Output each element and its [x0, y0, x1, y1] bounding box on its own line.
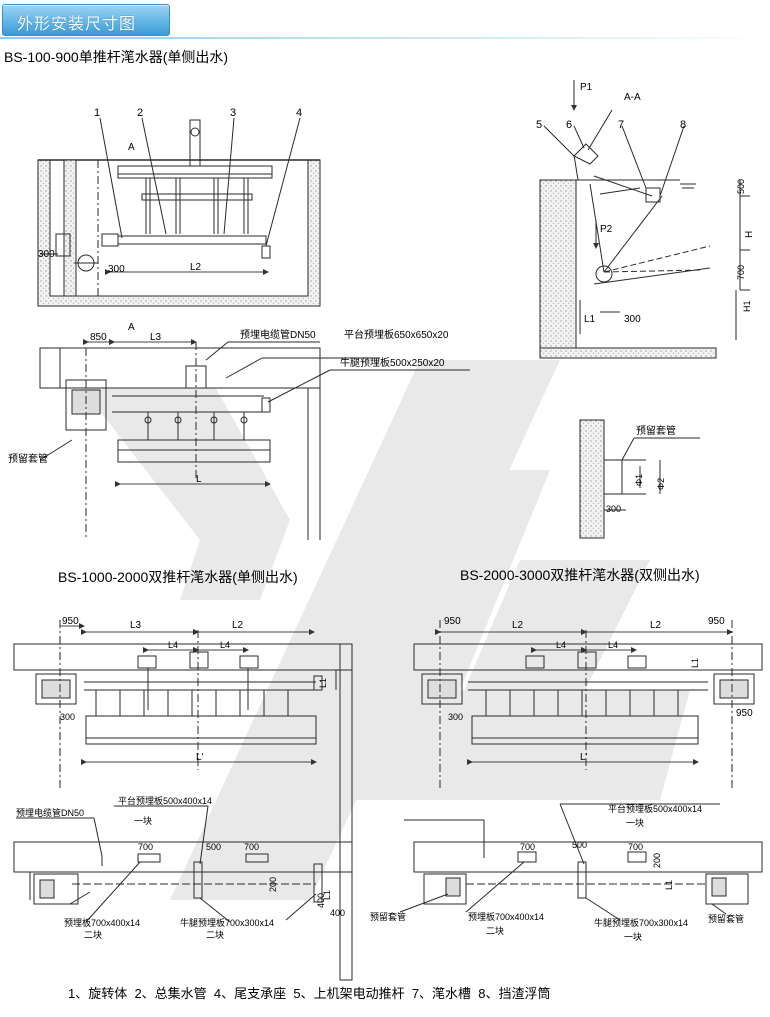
dim-950-s3c: 950 — [736, 708, 753, 719]
section-mark-a-top: A — [128, 142, 135, 153]
label-two-pieces-s3: 二块 — [486, 925, 504, 936]
section3-elevation — [413, 620, 763, 790]
dim-950-s3b: 950 — [708, 616, 725, 627]
callout-7: 7 — [618, 119, 624, 131]
section2-elevation — [13, 620, 353, 981]
dim-300-b: 300 — [108, 264, 125, 275]
dim-L1-s2b: L1 — [322, 890, 332, 900]
dim-500-s3: 500 — [572, 840, 587, 850]
label-bracket-plate-s3: 牛腿预埋板700x300x14 — [594, 917, 688, 928]
dim-700-s2b: 700 — [244, 842, 259, 852]
dim-950-s2: 950 — [62, 616, 79, 627]
label-sleeve-s3b: 预留套管 — [708, 913, 744, 924]
sleeve-detail — [579, 419, 700, 539]
dim-500-s2: 500 — [206, 842, 221, 852]
dim-700-aa: 700 — [736, 265, 746, 280]
dim-300-s3: 300 — [448, 712, 463, 722]
dim-H1: H1 — [742, 300, 752, 312]
dim-phi1: Φ1 — [634, 474, 644, 486]
dim-950-s3a: 950 — [444, 616, 461, 627]
dim-phi2: Φ2 — [656, 478, 666, 490]
label-P2: P2 — [600, 224, 613, 235]
dim-700-s3a: 700 — [520, 842, 535, 852]
callout-3: 3 — [230, 107, 236, 119]
dim-L4-s2b: L4 — [220, 640, 230, 650]
dim-300-aa: 300 — [624, 314, 641, 325]
section-mark-aa: A-A — [624, 92, 641, 103]
dim-L3-a: L3 — [150, 332, 162, 343]
tank-plan-view — [37, 117, 321, 307]
dim-L1-s2: L1 — [318, 678, 328, 688]
section3-plan — [399, 803, 763, 921]
dim-400-s2a: 400 — [316, 893, 326, 908]
label-embed-plate-s2: 预埋板700x400x14 — [64, 917, 140, 928]
dim-L2-s3b: L2 — [650, 620, 662, 631]
dim-L4-s3a: L4 — [556, 640, 566, 650]
label-one-piece-s3b: 一块 — [624, 931, 642, 942]
dim-L1-s3: L1 — [690, 658, 700, 668]
dim-L1-aa: L1 — [584, 314, 596, 325]
aa-section-view — [539, 80, 750, 359]
label-platform-plate-s2: 平台预埋板500x400x14 — [118, 795, 212, 806]
dim-300-a: 300 — [38, 249, 55, 260]
label-cable-pipe-a: 预埋电缆管DN50 — [240, 328, 316, 341]
callout-4: 4 — [296, 107, 302, 119]
dim-L2-a: L2 — [190, 262, 202, 273]
label-two-pieces-s2b: 二块 — [206, 929, 224, 940]
header-tab: 外形安装尺寸图 — [2, 4, 170, 36]
label-embed-plate-s3: 预埋板700x400x14 — [468, 911, 544, 922]
label-sleeve-detail: 预留套管 — [636, 424, 676, 437]
section1-title: BS-100-900单推杆滗水器(单侧出水) — [4, 49, 228, 65]
page-header: 外形安装尺寸图 — [0, 0, 770, 42]
dim-Lp-s2: L' — [196, 752, 204, 763]
header-divider — [0, 37, 770, 39]
label-two-pieces-s2a: 二块 — [84, 929, 102, 940]
label-platform-plate-s3: 平台预埋板500x400x14 — [608, 803, 702, 814]
dim-H: H — [744, 231, 755, 238]
label-cable-pipe-s2: 预埋电缆管DN50 — [16, 807, 84, 818]
dim-400-s2b: 400 — [330, 908, 345, 918]
dim-700-s2a: 700 — [138, 842, 153, 852]
platform-section-view — [39, 339, 470, 540]
section-mark-a-bottom: A — [128, 322, 135, 333]
dim-300-sleeve: 300 — [606, 504, 621, 514]
dim-L2-s3a: L2 — [512, 620, 524, 631]
page-title: 外形安装尺寸图 — [17, 14, 137, 33]
dim-L4-s3b: L4 — [608, 640, 618, 650]
dim-L1-s3b: L1 — [664, 880, 674, 890]
dim-500-aa: 500 — [736, 179, 746, 194]
section2-plan — [13, 805, 353, 923]
dim-L-a: L — [196, 474, 202, 485]
label-one-piece-s2: 一块 — [134, 815, 152, 826]
label-bracket-plate-a: 牛腿预埋板500x250x20 — [340, 356, 445, 369]
label-one-piece-s3a: 一块 — [626, 817, 644, 828]
dim-L3-s2: L3 — [130, 620, 142, 631]
callout-5: 5 — [536, 119, 542, 131]
dim-200-s3: 200 — [652, 853, 662, 868]
label-sleeve-s3a: 预留套管 — [370, 911, 406, 922]
section2-title: BS-1000-2000双推杆滗水器(单侧出水) — [58, 569, 298, 585]
dim-Lp-s3: L' — [580, 752, 588, 763]
label-P1: P1 — [580, 82, 593, 93]
dim-850: 850 — [90, 332, 107, 343]
callout-1: 1 — [94, 107, 100, 119]
parts-legend: 1、旋转体 2、总集水管 4、尾支承座 5、上机架电动推杆 7、滗水槽 8、挡渣… — [68, 986, 551, 1001]
label-platform-plate-a: 平台预埋板650x650x20 — [344, 328, 449, 341]
dim-L4-s2a: L4 — [168, 640, 178, 650]
dim-700-s3b: 700 — [628, 842, 643, 852]
label-bracket-plate-s2: 牛腿预埋板700x300x14 — [180, 917, 274, 928]
callout-6: 6 — [566, 119, 572, 131]
label-sleeve-a: 预留套管 — [8, 452, 48, 465]
callout-8: 8 — [680, 119, 686, 131]
callout-2: 2 — [137, 107, 143, 119]
dim-200-s2: 200 — [268, 877, 278, 892]
section3-title: BS-2000-3000双推杆滗水器(双侧出水) — [460, 567, 700, 583]
dim-L2-s2: L2 — [232, 620, 244, 631]
dim-300-s2: 300 — [60, 712, 75, 722]
